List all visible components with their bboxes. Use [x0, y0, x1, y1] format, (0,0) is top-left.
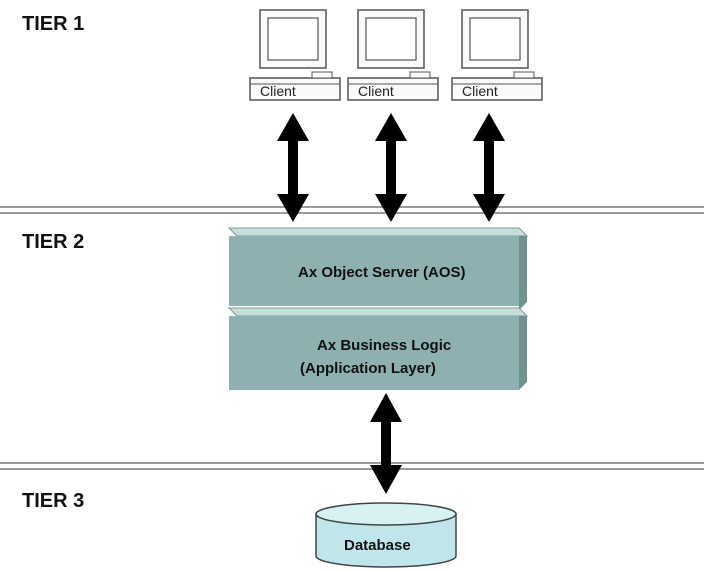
- client-2-arrow: [375, 113, 407, 222]
- database-arrow: [370, 393, 402, 494]
- client-computer-2: Client: [347, 9, 439, 101]
- business-logic-box: Ax Business Logic (Application Layer): [227, 307, 529, 390]
- aos-box: Ax Object Server (AOS): [227, 227, 529, 310]
- client-3-arrow: [473, 113, 505, 222]
- client-computer-3: Client: [451, 9, 543, 101]
- database-cylinder: Database: [315, 502, 457, 568]
- client-computer-1: Client: [249, 9, 341, 101]
- tier-1-label: TIER 1: [22, 13, 84, 35]
- client-1-arrow: [277, 113, 309, 222]
- tier-3-label: TIER 3: [22, 490, 84, 512]
- client-2-label: Client: [358, 83, 394, 99]
- client-1-label: Client: [260, 83, 296, 99]
- database-label: Database: [344, 537, 411, 554]
- aos-label: Ax Object Server (AOS): [298, 264, 466, 281]
- client-3-label: Client: [462, 83, 498, 99]
- tier-2-3-separator: [0, 462, 704, 470]
- tier-2-label: TIER 2: [22, 231, 84, 253]
- database-icon: [315, 502, 457, 526]
- tier-1-2-separator: [0, 206, 704, 214]
- business-logic-label-line1: Ax Business Logic: [317, 337, 451, 354]
- business-logic-label-line2: (Application Layer): [300, 360, 436, 377]
